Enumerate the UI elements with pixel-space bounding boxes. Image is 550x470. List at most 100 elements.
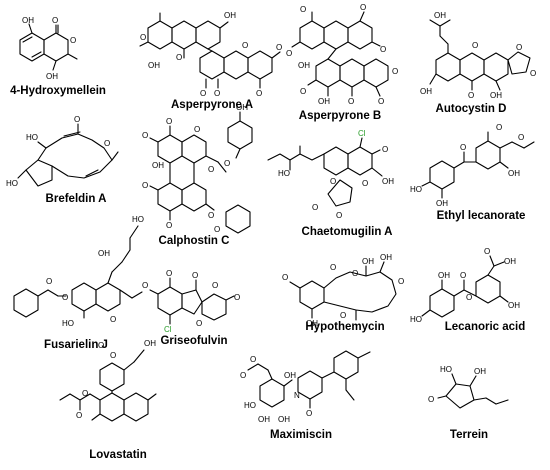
atom-label: HO	[62, 319, 74, 328]
atom-label: O	[518, 133, 524, 142]
atom-label: HO	[26, 133, 38, 142]
atom-label: HO	[278, 169, 290, 178]
atom-label: OH	[236, 103, 248, 112]
atom-label: OH	[362, 257, 374, 266]
atom-label: O	[460, 271, 466, 280]
atom-label: O	[330, 263, 336, 272]
atom-label: O	[300, 87, 306, 96]
structure-griseofulvin: O O O O O Cl O	[142, 269, 240, 334]
atom-label: HO	[410, 185, 422, 194]
structure-autocystin-d: OH O OH O OH O O	[420, 11, 536, 100]
atom-label: O	[382, 145, 388, 154]
atom-label: O	[76, 411, 82, 420]
atom-label: O	[398, 277, 404, 286]
atom-label: O	[352, 269, 358, 278]
atom-label: O	[62, 293, 68, 302]
structure-lovastatin: O O OH O O	[59, 339, 157, 422]
atom-label: O	[196, 319, 202, 328]
atom-label: O	[496, 123, 502, 132]
structure-asperpyrone-a: O OH O OH O O O O O	[139, 11, 282, 98]
atom-label: OH	[474, 367, 486, 376]
atom-label: O	[224, 159, 230, 168]
atom-label: O	[70, 36, 76, 45]
atom-label: O	[362, 179, 368, 188]
atom-label: O	[142, 131, 148, 140]
atom-label: O	[276, 43, 282, 52]
atom-label: OH	[224, 11, 236, 20]
atom-label: O	[192, 271, 198, 280]
compound-label-terrein: Terrein	[449, 429, 489, 441]
atom-label: O	[242, 41, 248, 50]
compound-label-autocystin-d: Autocystin D	[435, 103, 507, 115]
atom-label: OH	[278, 415, 290, 424]
atom-label: O	[300, 5, 306, 14]
atom-label: OH	[148, 61, 160, 70]
compound-label-asperpyrone-b: Asperpyrone B	[298, 110, 382, 122]
atom-label: OH	[504, 257, 516, 266]
atom-label: OH	[508, 301, 520, 310]
atom-label: OH	[298, 61, 310, 70]
structure-chaetomugilin-a: HO Cl O O O OH O O	[267, 129, 394, 220]
atom-label: OH	[284, 371, 296, 380]
atom-label: HO	[440, 365, 452, 374]
atom-label: O	[74, 115, 80, 124]
atom-label: O	[392, 67, 398, 76]
atom-label: O	[82, 389, 88, 398]
atom-label: O	[234, 293, 240, 302]
atom-label: OH	[22, 16, 34, 25]
atom-label: O	[104, 139, 110, 148]
atom-label: O	[166, 117, 172, 126]
compound-label-brefeldin-a: Brefeldin A	[45, 193, 107, 205]
atom-label: O	[142, 181, 148, 190]
atom-label: O	[336, 211, 342, 220]
compound-label-asperpyrone-a: Asperpyrone A	[170, 99, 254, 111]
atom-label: O	[212, 281, 218, 290]
compound-label-hypothemycin: Hypothemycin	[305, 321, 385, 333]
atom-label: O	[46, 277, 52, 286]
compound-label-chaetomugilin-a: Chaetomugilin A	[301, 226, 393, 238]
atom-label: O	[194, 125, 200, 134]
atom-label: OH	[98, 249, 110, 258]
atom-label: O	[98, 341, 104, 350]
atom-label: O	[142, 281, 148, 290]
structure-hypothemycin: O OH O O OH OH O O	[282, 253, 404, 328]
compound-label-4-hydroxymellein: 4-Hydroxymellein	[10, 85, 106, 97]
atom-label: O	[208, 165, 214, 174]
compound-label-fusarielin-j: Fusarielin J	[44, 339, 108, 351]
atom-label: O	[312, 203, 318, 212]
compound-label-calphostin-c: Calphostin C	[158, 235, 230, 247]
atom-label: O	[256, 89, 262, 98]
atom-label: OH	[382, 177, 394, 186]
structure-4-hydroxymellein: OH O O OH	[19, 16, 78, 81]
atom-label: OH	[306, 319, 318, 328]
atom-label: O	[282, 273, 288, 282]
atom-label: O	[110, 351, 116, 360]
atom-label: OH	[438, 271, 450, 280]
atom-label: HO	[410, 315, 422, 324]
atom-label: O	[166, 269, 172, 278]
atom-label: Cl	[164, 325, 172, 334]
atom-label: N	[294, 391, 300, 400]
atom-label: O	[530, 69, 536, 78]
atom-label: O	[52, 16, 58, 25]
atom-label: O	[516, 43, 522, 52]
atom-label: O	[110, 315, 116, 324]
atom-label: O	[214, 225, 220, 234]
atom-label: O	[200, 89, 206, 98]
atom-label: O	[306, 409, 312, 418]
atom-label: O	[208, 211, 214, 220]
atom-label: O	[380, 45, 386, 54]
atom-label: O	[176, 53, 182, 62]
structure-calphostin-c: O OH O OH O O O O O O O	[142, 103, 253, 234]
atom-label: O	[466, 293, 472, 302]
atom-label: O	[460, 143, 466, 152]
atom-label: O	[330, 177, 336, 186]
structure-asperpyrone-b: O O O OH O O O OH O O	[286, 3, 398, 106]
atom-label: OH	[420, 87, 432, 96]
atom-label: OH	[152, 161, 164, 170]
atom-label: OH	[46, 72, 58, 81]
compound-label-lovastatin: Lovastatin	[89, 449, 147, 461]
structure-fusarielin-j: HO OH O O HO O	[13, 215, 144, 328]
atom-label: OH	[490, 91, 502, 100]
